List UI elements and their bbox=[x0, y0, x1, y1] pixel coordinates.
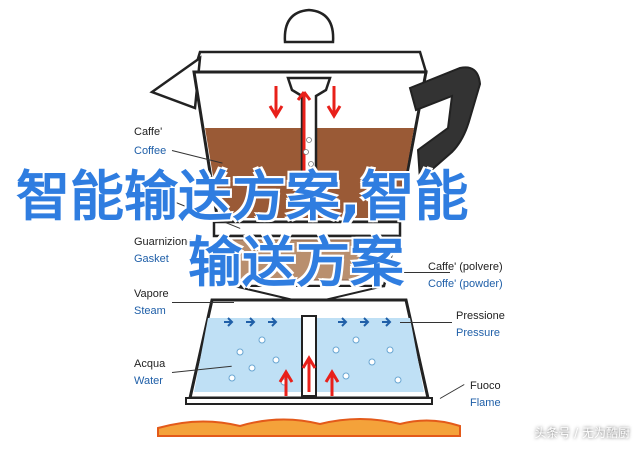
handle bbox=[408, 66, 482, 183]
coffee-flow-arrow-icon bbox=[296, 91, 312, 200]
right-heat-arrow-icon bbox=[324, 369, 340, 396]
lid bbox=[192, 50, 428, 74]
label-gasket: Gasket bbox=[134, 253, 169, 265]
lid-knob bbox=[283, 8, 335, 44]
central-tube bbox=[286, 76, 332, 212]
label-guarnizione: Guarnizione bbox=[134, 236, 194, 248]
polvere-leader bbox=[396, 272, 450, 273]
label-filter: Filter bbox=[134, 201, 159, 213]
left-pour-arrow-icon bbox=[268, 86, 284, 119]
label-polvere: Caffe' (polvere) bbox=[428, 261, 503, 273]
coffee-powder bbox=[227, 239, 391, 281]
label-steam: Steam bbox=[134, 305, 166, 317]
label-coffee: Coffee bbox=[134, 145, 167, 157]
label-caffe: Caffe' bbox=[134, 126, 163, 138]
label-water: Water bbox=[134, 375, 163, 387]
right-pour-arrow-icon bbox=[326, 86, 342, 119]
label-vapore: Vapore bbox=[134, 288, 169, 300]
flame bbox=[157, 418, 461, 437]
watermark: 头条号 / 无为酷厨 bbox=[534, 426, 630, 440]
overlay-title-line1: 智能输送方案,智能 bbox=[16, 165, 469, 228]
label-filtro: Filtro bbox=[134, 184, 159, 196]
label-fuoco: Fuoco bbox=[470, 380, 501, 392]
overlay-title-line2: 输送方案 bbox=[188, 231, 404, 294]
label-pressure: Pressure bbox=[456, 327, 501, 339]
label-flame: Flame bbox=[470, 397, 501, 409]
vapore-leader bbox=[172, 302, 234, 303]
label-acqua: Acqua bbox=[134, 358, 166, 370]
label-pressione: Pressione bbox=[456, 310, 505, 322]
label-powder: Coffe' (powder) bbox=[428, 278, 503, 290]
guarnizione-leader bbox=[196, 248, 226, 249]
pressione-leader bbox=[400, 322, 452, 323]
boiler-base bbox=[185, 397, 433, 405]
tube-bubbles bbox=[303, 137, 314, 191]
pressure-arrows bbox=[224, 317, 392, 327]
water-rise-arrow-icon bbox=[301, 355, 317, 392]
left-heat-arrow-icon bbox=[278, 369, 294, 396]
spout bbox=[149, 55, 202, 110]
